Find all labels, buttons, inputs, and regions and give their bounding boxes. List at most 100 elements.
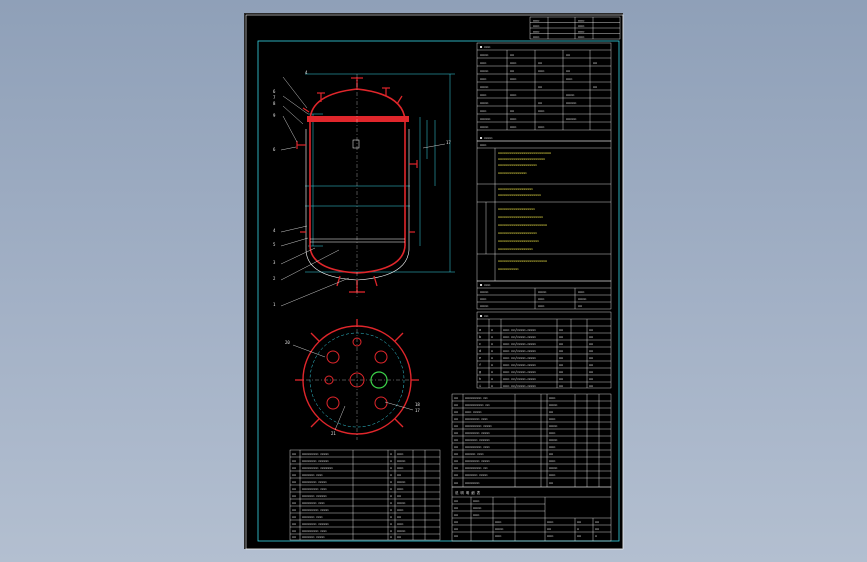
- svg-text:▭▭▭: ▭▭▭: [495, 520, 501, 524]
- svg-text:▭▭▭: ▭▭▭: [547, 534, 553, 538]
- svg-text:▭▭▭ ▭▭/▭▭▭▭-▭▭▭▭: ▭▭▭ ▭▭/▭▭▭▭-▭▭▭▭: [503, 342, 536, 346]
- svg-text:▭: ▭: [390, 452, 392, 456]
- svg-text:▭▭: ▭▭: [549, 410, 553, 414]
- svg-text:▭▭: ▭▭: [397, 494, 401, 498]
- svg-text:▭▭: ▭▭: [454, 466, 458, 470]
- sight-glass: [352, 139, 360, 149]
- svg-text:▭: ▭: [595, 534, 597, 538]
- svg-text:▭▭: ▭▭: [559, 356, 563, 360]
- svg-text:▭▭▭ ▭▭/▭▭▭▭-▭▭▭▭: ▭▭▭ ▭▭/▭▭▭▭-▭▭▭▭: [503, 363, 536, 367]
- parts-list-left: [289, 449, 441, 541]
- svg-text:▭: ▭: [390, 515, 392, 519]
- vessel-jacket: [305, 129, 410, 281]
- svg-text:▭▭▭▭▭▭▭▭▭▭▭▭▭▭▭▭▭▭▭▭▭: ▭▭▭▭▭▭▭▭▭▭▭▭▭▭▭▭▭▭▭▭▭: [498, 193, 541, 197]
- svg-text:▭▭▭▭: ▭▭▭▭: [397, 501, 405, 505]
- svg-text:▭▭: ▭▭: [559, 370, 563, 374]
- svg-text:▭: ▭: [577, 527, 579, 531]
- svg-text:▭▭: ▭▭: [589, 356, 593, 360]
- elevation-leaders: [280, 76, 446, 307]
- svg-text:▭▭▭: ▭▭▭: [495, 534, 501, 538]
- svg-text:▭▭: ▭▭: [292, 522, 296, 526]
- svg-text:▭▭▭: ▭▭▭: [549, 445, 555, 449]
- svg-text:▭▭: ▭▭: [559, 328, 563, 332]
- svg-text:▭: ▭: [491, 356, 493, 360]
- svg-text:▭▭: ▭▭: [454, 396, 458, 400]
- svg-text:▭▭▭▭▭▭▭▭▭▭▭▭▭▭▭▭▭▭▭▭: ▭▭▭▭▭▭▭▭▭▭▭▭▭▭▭▭▭▭▭▭: [498, 239, 539, 243]
- svg-text:■ ▭▭▭: ■ ▭▭▭: [480, 283, 490, 287]
- svg-text:▭▭: ▭▭: [454, 445, 458, 449]
- svg-text:▭▭: ▭▭: [538, 101, 542, 105]
- svg-text:▭: ▭: [491, 335, 493, 339]
- parts-list-right-text: ▭▭▭▭▭▭▭▭▭▭ ▭▭▭▭▭ ▭▭▭▭▭▭▭▭▭▭▭ ▭▭▭▭▭▭ ▭▭▭▭…: [454, 396, 557, 485]
- svg-text:▭▭▭▭▭▭▭ ▭▭▭▭▭: ▭▭▭▭▭▭▭ ▭▭▭▭▭: [302, 459, 329, 463]
- svg-text:▭▭: ▭▭: [454, 473, 458, 477]
- svg-text:▭▭▭▭: ▭▭▭▭: [397, 459, 405, 463]
- vessel-elevation: 6 7 8 9 6 4 5 3 2 1 4 17: [273, 70, 455, 307]
- svg-text:▭▭▭ ▭▭/▭▭▭▭-▭▭▭▭: ▭▭▭ ▭▭/▭▭▭▭-▭▭▭▭: [503, 370, 536, 374]
- svg-text:▭▭▭▭: ▭▭▭▭: [480, 304, 488, 308]
- svg-text:▭▭▭: ▭▭▭: [538, 125, 544, 129]
- svg-text:▭▭: ▭▭: [559, 384, 563, 388]
- svg-text:▭▭▭▭: ▭▭▭▭: [578, 297, 586, 301]
- svg-text:▭▭: ▭▭: [538, 61, 542, 65]
- svg-text:▭▭: ▭▭: [292, 459, 296, 463]
- svg-text:▭▭▭: ▭▭▭: [533, 24, 539, 28]
- drawing-sheet: ▭▭▭▭▭▭ ▭▭▭▭▭▭ ▭▭▭▭▭▭ ▭▭▭▭▭▭: [244, 13, 624, 550]
- svg-text:▭▭▭▭▭▭ ▭▭▭▭: ▭▭▭▭▭▭ ▭▭▭▭: [302, 535, 324, 539]
- svg-text:▭▭: ▭▭: [510, 53, 514, 57]
- svg-text:▭▭▭▭▭▭ ▭▭▭: ▭▭▭▭▭▭ ▭▭▭: [302, 515, 322, 519]
- title-block: [451, 486, 612, 542]
- svg-text:▭▭: ▭▭: [292, 473, 296, 477]
- svg-text:▭▭▭ ▭▭/▭▭▭▭-▭▭▭▭: ▭▭▭ ▭▭/▭▭▭▭-▭▭▭▭: [503, 328, 536, 332]
- svg-text:17: 17: [415, 408, 420, 413]
- svg-text:▭▭▭: ▭▭▭: [397, 452, 403, 456]
- svg-text:▭▭▭▭▭▭▭▭ ▭▭▭: ▭▭▭▭▭▭▭▭ ▭▭▭: [302, 487, 327, 491]
- svg-text:▭▭▭ ▭▭/▭▭▭▭-▭▭▭▭: ▭▭▭ ▭▭/▭▭▭▭-▭▭▭▭: [503, 377, 536, 381]
- vessel-plan: 20 21 18 17: [285, 319, 420, 440]
- nozzle-table-text: ■ ▭▭ a▭▭▭▭ ▭▭/▭▭▭▭-▭▭▭▭▭▭▭▭ b▭▭▭▭ ▭▭/▭▭▭…: [479, 314, 593, 388]
- svg-text:▭: ▭: [390, 480, 392, 484]
- svg-text:▭▭▭: ▭▭▭: [480, 109, 486, 113]
- svg-text:▭▭▭▭: ▭▭▭▭: [480, 101, 488, 105]
- svg-text:9: 9: [273, 113, 276, 118]
- svg-text:▭▭: ▭▭: [292, 466, 296, 470]
- revision-box: [529, 16, 621, 40]
- svg-text:▭▭▭: ▭▭▭: [510, 125, 516, 129]
- svg-text:▭▭▭▭▭▭▭▭▭▭▭▭▭▭: ▭▭▭▭▭▭▭▭▭▭▭▭▭▭: [498, 171, 527, 175]
- svg-text:▭: ▭: [390, 494, 392, 498]
- svg-text:▭▭▭▭▭▭▭▭ ▭▭▭: ▭▭▭▭▭▭▭▭ ▭▭▭: [302, 529, 327, 533]
- svg-text:▭▭: ▭▭: [454, 403, 458, 407]
- svg-text:▭▭▭▭▭▭▭ ▭▭▭: ▭▭▭▭▭▭▭ ▭▭▭: [302, 501, 324, 505]
- svg-text:▭▭▭▭: ▭▭▭▭: [538, 290, 546, 294]
- svg-text:▭▭▭▭▭▭▭ ▭▭▭▭▭: ▭▭▭▭▭▭▭ ▭▭▭▭▭: [302, 522, 329, 526]
- svg-text:▭▭: ▭▭: [559, 335, 563, 339]
- body-flange: [307, 116, 409, 122]
- svg-text:▭▭▭▭▭▭▭▭▭▭▭▭▭▭▭▭▭: ▭▭▭▭▭▭▭▭▭▭▭▭▭▭▭▭▭: [498, 187, 533, 191]
- svg-text:6: 6: [273, 147, 276, 152]
- svg-text:▭▭: ▭▭: [292, 515, 296, 519]
- svg-text:▭▭: ▭▭: [577, 534, 581, 538]
- svg-text:▭▭: ▭▭: [454, 452, 458, 456]
- svg-text:▭: ▭: [491, 384, 493, 388]
- svg-text:▭▭▭▭: ▭▭▭▭: [473, 506, 481, 510]
- svg-text:▭▭: ▭▭: [577, 520, 581, 524]
- svg-text:▭▭▭▭: ▭▭▭▭: [480, 290, 488, 294]
- svg-text:▭▭▭▭▭▭▭: ▭▭▭▭▭▭▭: [465, 481, 479, 485]
- svg-text:▭▭: ▭▭: [292, 508, 296, 512]
- svg-text:▭▭▭▭: ▭▭▭▭: [397, 529, 405, 533]
- svg-text:▭▭▭▭▭▭ ▭▭▭▭▭: ▭▭▭▭▭▭ ▭▭▭▭▭: [465, 438, 490, 442]
- svg-text:▭▭▭▭: ▭▭▭▭: [397, 480, 405, 484]
- svg-text:▭▭: ▭▭: [589, 384, 593, 388]
- svg-text:▭▭▭▭▭▭▭▭ ▭▭: ▭▭▭▭▭▭▭▭ ▭▭: [465, 466, 487, 470]
- svg-text:▭▭: ▭▭: [397, 473, 401, 477]
- svg-text:▭▭: ▭▭: [593, 61, 597, 65]
- svg-text:▭▭▭▭▭: ▭▭▭▭▭: [566, 101, 576, 105]
- svg-text:▭▭▭: ▭▭▭: [549, 459, 555, 463]
- svg-text:▭▭▭: ▭▭▭: [578, 30, 584, 34]
- svg-text:▭▭▭: ▭▭▭: [538, 304, 544, 308]
- svg-text:▭▭▭: ▭▭▭: [480, 143, 486, 147]
- svg-text:▭▭▭▭: ▭▭▭▭: [549, 466, 557, 470]
- svg-text:▭: ▭: [390, 473, 392, 477]
- svg-text:▭▭▭▭: ▭▭▭▭: [480, 53, 488, 57]
- svg-text:▭▭▭: ▭▭▭: [578, 35, 584, 39]
